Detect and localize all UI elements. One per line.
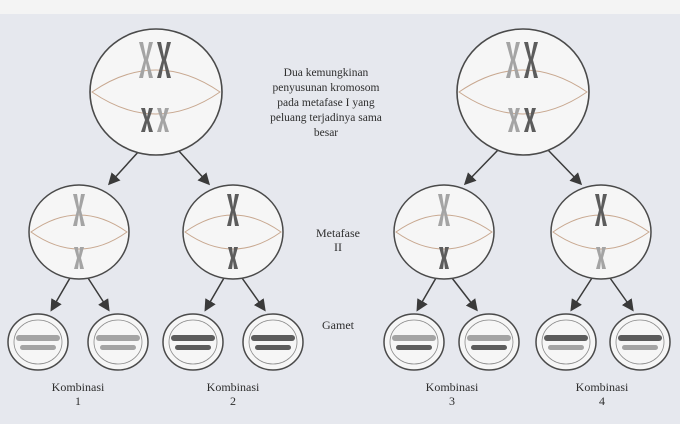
metaphase-ii-cell-1 [29, 185, 129, 279]
metafase-ii-numeral: II [298, 240, 378, 254]
metaphase-ii-cell-2 [183, 185, 283, 279]
metaphase-ii-cell-3 [394, 185, 494, 279]
metafase-ii-label: Metafase II [298, 226, 378, 254]
arrow-cell-d-to-gamete-7 [572, 278, 592, 309]
caption-line-1: Dua kemungkinan [256, 66, 396, 81]
caption-line-3: pada metafase I yang [256, 96, 396, 111]
gamet-label: Gamet [298, 318, 378, 332]
gamete-4 [243, 314, 303, 370]
arrow-cell-b-to-gamete-4 [242, 278, 264, 309]
caption-line-4: peluang terjadinya sama [256, 111, 396, 126]
arrow-meta1-left-to-cell-b [178, 150, 208, 183]
chromatid-large-dark [171, 335, 215, 341]
combination-label-2: Kombinasi 2 [188, 380, 278, 408]
chromatid-large-light [96, 335, 140, 341]
gamete-7 [536, 314, 596, 370]
gamete-2 [88, 314, 148, 370]
combination-word: Kombinasi [33, 380, 123, 394]
gamet-word: Gamet [298, 318, 378, 332]
chromatid-large-dark [544, 335, 588, 341]
combination-number: 3 [407, 394, 497, 408]
arrow-cell-b-to-gamete-3 [206, 278, 224, 309]
combination-label-3: Kombinasi 3 [407, 380, 497, 408]
chromatid-large-light [16, 335, 60, 341]
gamete-5 [384, 314, 444, 370]
chromatid-large-dark [618, 335, 662, 341]
arrow-cell-c-to-gamete-6 [452, 278, 476, 309]
chromatid-large-light [392, 335, 436, 341]
arrow-cell-d-to-gamete-8 [610, 278, 632, 309]
chromatid-small-dark [175, 345, 211, 350]
metafase-ii-word: Metafase [298, 226, 378, 240]
arrow-cell-a-to-gamete-1 [52, 278, 70, 309]
metaphase-i-cell-right [457, 29, 589, 155]
caption-text: Dua kemungkinan penyusunan kromosom pada… [256, 66, 396, 141]
combination-label-4: Kombinasi 4 [557, 380, 647, 408]
chromatid-large-light [467, 335, 511, 341]
arrow-meta1-right-to-cell-d [548, 150, 580, 183]
metaphase-ii-cell-4 [551, 185, 651, 279]
combination-word: Kombinasi [407, 380, 497, 394]
chromatid-small-dark [471, 345, 507, 350]
combination-number: 4 [557, 394, 647, 408]
gamete-8 [610, 314, 670, 370]
gamete-6 [459, 314, 519, 370]
chromatid-small-light [548, 345, 584, 350]
chromatid-small-dark [255, 345, 291, 350]
caption-line-2: penyusunan kromosom [256, 81, 396, 96]
combination-number: 2 [188, 394, 278, 408]
arrow-cell-c-to-gamete-5 [418, 278, 436, 309]
chromatid-large-dark [251, 335, 295, 341]
chromatid-small-light [100, 345, 136, 350]
combination-number: 1 [33, 394, 123, 408]
chromatid-small-light [622, 345, 658, 350]
gamete-3 [163, 314, 223, 370]
metaphase-i-cell-left [90, 29, 222, 155]
arrow-meta1-left-to-cell-a [110, 150, 140, 183]
chromatid-small-dark [396, 345, 432, 350]
arrow-meta1-right-to-cell-c [466, 150, 498, 183]
combination-word: Kombinasi [188, 380, 278, 394]
chromatid-small-light [20, 345, 56, 350]
arrow-cell-a-to-gamete-2 [88, 278, 108, 309]
gamete-1 [8, 314, 68, 370]
combination-word: Kombinasi [557, 380, 647, 394]
combination-label-1: Kombinasi 1 [33, 380, 123, 408]
caption-line-5: besar [256, 126, 396, 141]
